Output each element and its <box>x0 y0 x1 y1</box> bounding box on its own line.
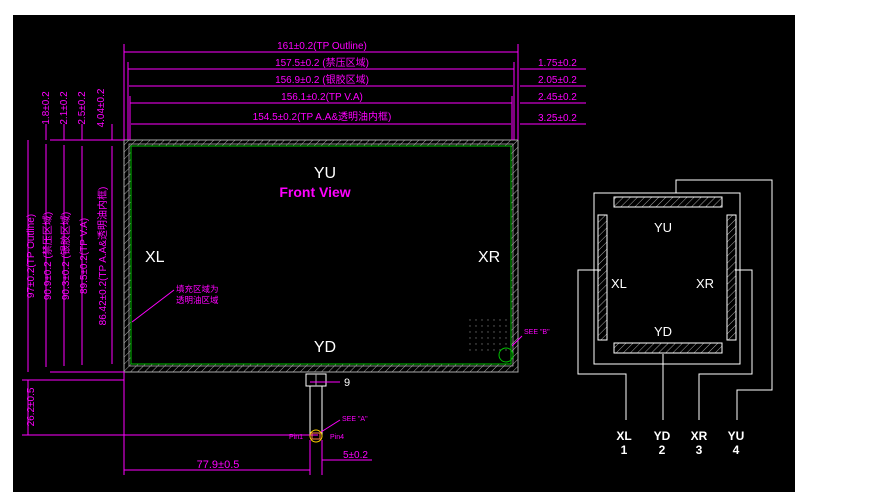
pin-1-number: 1 <box>621 443 628 457</box>
pin-2-number: 2 <box>659 443 666 457</box>
dim-right-3: 2.45±0.2 <box>538 92 577 103</box>
fpc-tail <box>305 373 327 443</box>
dim-left-tp-aa: 86.42±0.2(TP A.A&透明油内框) <box>96 187 109 326</box>
pin-3-name: XR <box>691 429 708 443</box>
dim-right-4: 3.25±0.2 <box>538 113 577 124</box>
dim-top-pressure-area: 157.5±0.2 (禁压区域) <box>275 56 369 69</box>
front-view-title: Front View <box>279 184 350 200</box>
dim-top-tp-aa: 154.5±0.2(TP A.A&透明油内框) <box>253 110 392 123</box>
dim-top-tp-va: 156.1±0.2(TP V.A) <box>281 92 363 103</box>
dim-right-2: 2.05±0.2 <box>538 75 577 86</box>
dim-left-silver-area: 90.3±0.2 (银胶区域) <box>59 212 72 300</box>
yd-label: YD <box>314 339 336 356</box>
pin-2-name: YD <box>654 429 671 443</box>
aa-outline <box>130 145 512 365</box>
left-dim-lines <box>22 124 318 436</box>
see-b-leader <box>511 335 523 347</box>
fill-note-line1: 填充区域为 <box>176 284 219 294</box>
dim-tail-offset: 77.9±0.5 <box>197 459 240 471</box>
schematic-xl-label: XL <box>611 276 627 291</box>
xl-label: XL <box>145 249 165 266</box>
schematic-xr-label: XR <box>696 276 714 291</box>
yu-label: YU <box>314 165 336 182</box>
dim-left-top-2: 2.1±0.2 <box>59 91 70 125</box>
dim-left-top-3: 2.5±0.2 <box>77 91 88 125</box>
fill-note-leader <box>131 289 175 323</box>
dim-left-tp-va: 89.5±0.2(TP V.A) <box>79 218 90 294</box>
xr-label: XR <box>478 249 500 266</box>
schematic-electrodes <box>597 196 737 354</box>
pressure-area-outline <box>128 143 514 367</box>
dot-grid <box>468 318 508 354</box>
dim-left-pressure-area: 90.9±0.2 (禁压区域) <box>41 212 54 300</box>
dim-top-silver-area: 156.9±0.2 (银胶区域) <box>275 73 369 86</box>
fill-note-line2: 透明油区域 <box>176 295 219 305</box>
pin4-label: Pin4 <box>330 434 344 441</box>
see-a-label: SEE "A" <box>342 416 368 423</box>
tp-outline <box>123 139 519 373</box>
front-view-panel <box>123 139 519 373</box>
pin1-label: Pin1 <box>289 434 303 441</box>
schematic-yu-label: YU <box>654 220 672 235</box>
dim-top-tp-outline: 161±0.2(TP Outline) <box>277 41 367 52</box>
pin-3-number: 3 <box>696 443 703 457</box>
schematic-yd-label: YD <box>654 324 672 339</box>
pin-1-name: XL <box>616 429 631 443</box>
tail-dim-lines <box>123 372 372 475</box>
dim-tail-width: 9 <box>344 377 350 389</box>
top-dim-lines <box>123 44 586 140</box>
pin-4-name: YU <box>728 429 745 443</box>
dim-left-tp-outline: 97±0.2(TP Outline) <box>26 214 37 298</box>
see-b-circle <box>498 347 514 363</box>
dim-tail-pitch: 5±0.2 <box>343 450 368 461</box>
schematic-wiring <box>577 179 773 420</box>
dim-left-top-1: 1.8±0.2 <box>41 91 52 125</box>
drawing-background <box>13 15 795 492</box>
dim-tail-height: 26.2±0.5 <box>26 387 37 426</box>
dim-left-top-4: 4.04±0.2 <box>96 88 107 127</box>
pin-4-number: 4 <box>733 443 740 457</box>
see-b-label: SEE "B" <box>524 329 550 336</box>
dim-right-1: 1.75±0.2 <box>538 58 577 69</box>
